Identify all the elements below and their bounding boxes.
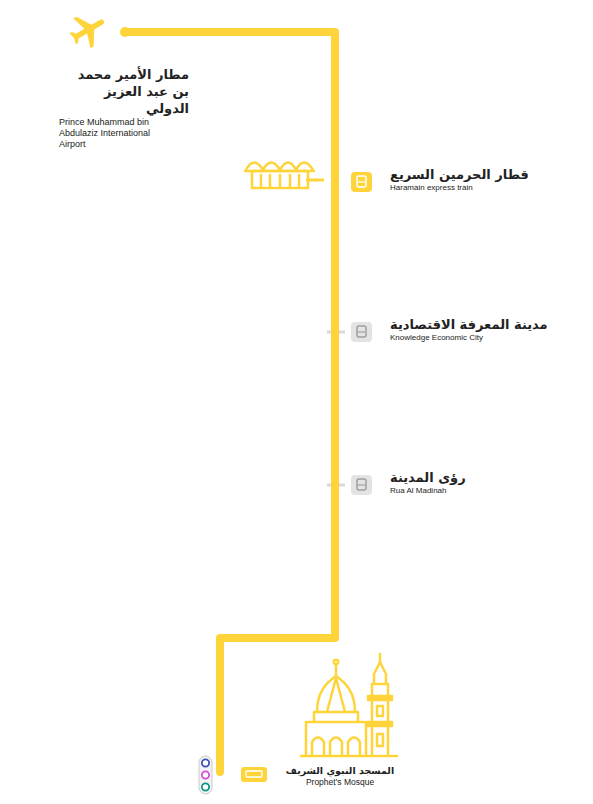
mosque-illustration: [300, 653, 398, 756]
mosque-stroke: [317, 676, 355, 712]
stop-label: قطار الحرمين السريعHaramain express trai…: [390, 167, 529, 196]
metro-line-dot: [202, 783, 209, 790]
arabic-name: مدينة المعرفة الاقتصادية: [390, 317, 548, 333]
station-icon-glyph: [358, 484, 365, 485]
metro-line-dot: [202, 759, 209, 766]
arabic-name: مطار الأمير محمد بن عبد العزيز الدولي: [59, 66, 189, 117]
stop-label: مطار الأمير محمد بن عبد العزيز الدوليPri…: [59, 10, 185, 153]
station-stub: [306, 179, 324, 182]
mosque-stroke: [314, 712, 358, 722]
english-name: Haramain express train: [390, 183, 529, 193]
station-icon-glyph: [357, 326, 366, 337]
english-name: Knowledge Economic City: [390, 333, 548, 343]
station-stop: رؤى المدينةRua Al Madinah: [327, 470, 470, 499]
mosque-stroke: [374, 662, 386, 684]
arabic-name: قطار الحرمين السريع: [390, 167, 529, 183]
minaret-balcony: [368, 696, 392, 700]
station-column: [269, 174, 272, 188]
station-stop: مدينة المعرفة الاقتصاديةKnowledge Econom…: [327, 317, 552, 346]
metro-capsule: [199, 756, 212, 794]
mosque-stroke: [306, 722, 366, 756]
english-name: Prophet's Mosque: [280, 777, 400, 788]
stop-label: مدينة المعرفة الاقتصاديةKnowledge Econom…: [390, 317, 548, 346]
stop-label: رؤى المدينةRua Al Madinah: [390, 470, 466, 499]
route-segment: [331, 167, 339, 196]
station-column: [279, 174, 282, 188]
mosque-stroke: [330, 738, 342, 757]
mosque-stroke: [312, 738, 324, 757]
english-name: Rua Al Madinah: [390, 486, 466, 496]
mosque-stroke: [335, 665, 338, 676]
route-segment: [125, 28, 195, 36]
mosque-stroke: [377, 734, 383, 746]
route-line: [220, 499, 335, 648]
minaret-balcony: [368, 722, 392, 726]
train-station-illustration: [244, 163, 324, 189]
mosque-stroke: [348, 738, 360, 757]
station-roof: [246, 163, 313, 171]
route-segment: [331, 470, 339, 499]
metro-line-dot: [202, 771, 209, 778]
arabic-name: رؤى المدينة: [390, 470, 466, 486]
station-stop: قطار الحرمين السريعHaramain express trai…: [327, 167, 533, 196]
station-column: [260, 174, 263, 188]
station-icon-glyph: [357, 479, 366, 490]
airport-stop: مطار الأمير محمد بن عبد العزيز الدوليPri…: [55, 10, 195, 153]
mosque-stroke: [379, 653, 382, 662]
station-icon: [351, 322, 372, 342]
station-icon: [351, 475, 372, 495]
route-start-dot: [120, 27, 130, 37]
bus-icon-glyph: [246, 771, 262, 777]
station-icon: [351, 172, 372, 192]
station-icon-glyph: [357, 176, 366, 187]
dome-finial: [334, 660, 338, 664]
route-line: [331, 196, 339, 317]
station-icon-glyph: [358, 331, 365, 332]
station-column: [289, 174, 292, 188]
station-body: [252, 171, 308, 188]
mosque-stroke: [377, 706, 383, 716]
english-name: Prince Muhammad bin Abdulaziz Internatio…: [59, 117, 171, 150]
route-segment: [216, 648, 224, 772]
arabic-name: المسجد النبوي الشريف: [280, 764, 400, 777]
station-column: [298, 174, 301, 188]
route-segment: [331, 317, 339, 346]
mosque-stroke: [327, 678, 345, 712]
station-icon-glyph: [358, 181, 365, 182]
bus-icon: [241, 767, 267, 782]
stop-label: المسجد النبوي الشريفProphet's Mosque: [280, 648, 402, 791]
airplane-icon: [64, 6, 112, 54]
route-line: [331, 346, 339, 470]
route-line: [195, 32, 335, 167]
destination-stop: المسجد النبوي الشريفProphet's Mosque: [196, 648, 406, 791]
